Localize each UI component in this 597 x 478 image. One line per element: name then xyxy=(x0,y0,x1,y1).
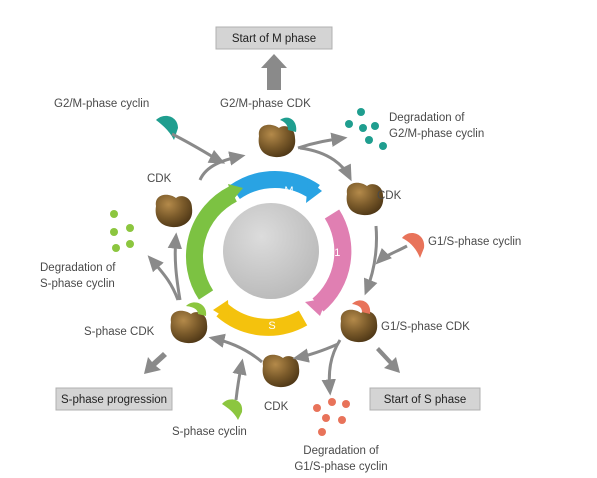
g1s-degradation-label-1: Degradation of xyxy=(303,445,379,457)
start-m-phase-box xyxy=(215,26,333,50)
g1s-cdk-label: G1/S-phase CDK xyxy=(381,321,470,333)
cdk-left-label: CDK xyxy=(147,173,172,185)
s-cyclin-icon xyxy=(222,399,243,420)
s-cdk-icon xyxy=(170,310,208,344)
phase-label-g2: G2 xyxy=(204,245,219,257)
inner-disc xyxy=(223,203,319,299)
g2m-degradation-dots xyxy=(345,108,387,150)
cdk-bottom-icon xyxy=(262,354,300,388)
arrow-cdk-right-to-g1s-cdk xyxy=(363,225,378,296)
cycle-arrows xyxy=(147,132,408,401)
s-cyclin-label: S-phase cyclin xyxy=(172,426,247,438)
arrow-g2m-cyclin-to-cdk xyxy=(171,132,226,164)
cdk-right-label: CDK xyxy=(377,190,402,202)
arrow-s-cyclin-in xyxy=(232,358,247,401)
arrow-g2m-cdk-to-degradation xyxy=(297,132,348,150)
g2m-cyclin-bound-icon xyxy=(280,117,297,132)
phase-ring xyxy=(185,171,352,336)
phase-label-m: M xyxy=(284,185,293,197)
g1s-cyclin-label: G1/S-phase cyclin xyxy=(428,236,521,248)
s-phase-progression-box xyxy=(55,387,173,411)
down-left-arrow xyxy=(144,352,167,374)
g1s-cyclin-bound-icon xyxy=(352,300,371,314)
g1s-cdk-icon xyxy=(340,309,378,343)
start-s-phase-label: Start of S phase xyxy=(384,394,466,406)
g2m-cdk-label: G2/M-phase CDK xyxy=(220,98,311,110)
s-phase-progression-label: S-phase progression xyxy=(61,394,167,406)
arrow-g1s-cyclin-in xyxy=(375,244,408,265)
g1s-degradation-dots xyxy=(313,398,350,436)
g2-phase-arc xyxy=(185,186,238,300)
arrow-cdk-bottom-to-s-cdk xyxy=(208,333,263,364)
s-degradation-dots xyxy=(110,210,134,252)
start-m-phase-label: Start of M phase xyxy=(232,33,316,45)
cdk-left-icon xyxy=(155,194,193,228)
g2m-degradation-label-1: Degradation of xyxy=(389,112,465,124)
s-cyclin-bound-icon xyxy=(186,302,207,316)
m-phase-arc xyxy=(230,171,320,200)
phase-label-s: S xyxy=(268,320,275,332)
up-arrow xyxy=(261,54,287,90)
g1s-cyclin-icon xyxy=(402,233,425,258)
down-right-arrow xyxy=(376,347,400,373)
s-degradation-label-2: S-phase cyclin xyxy=(40,278,115,290)
arrow-g1s-cdk-to-cdk-bottom xyxy=(292,342,339,363)
s-phase-arc xyxy=(216,303,308,336)
g1s-degradation-label-2: G1/S-phase cyclin xyxy=(294,461,387,473)
s-cdk-label: S-phase CDK xyxy=(84,326,155,338)
arrow-cdk-left-to-g2m-cdk xyxy=(198,151,246,181)
arrow-s-cdk-to-cdk-left xyxy=(167,232,183,301)
arrow-s-cdk-to-degradation xyxy=(147,255,180,301)
s-degradation-label-1: Degradation of xyxy=(40,262,116,274)
g2m-degradation-label-2: G2/M-phase cyclin xyxy=(389,128,484,140)
phase-label-g1: G1 xyxy=(326,247,341,259)
arrow-g2m-cdk-to-cdk-right xyxy=(299,146,352,182)
start-s-phase-box xyxy=(369,387,481,411)
cdk-bottom-label: CDK xyxy=(264,401,289,413)
g2m-cyclin-label: G2/M-phase cyclin xyxy=(54,98,149,110)
g1-phase-arc xyxy=(312,209,352,312)
